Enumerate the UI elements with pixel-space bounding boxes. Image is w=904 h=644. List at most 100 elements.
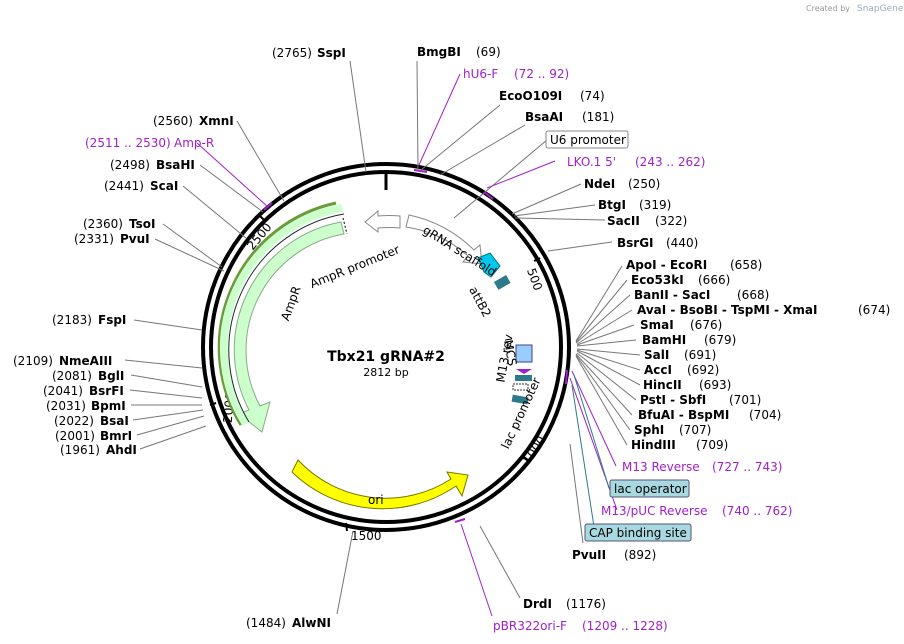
tag-connectors xyxy=(571,374,610,534)
lac-promoter-mark xyxy=(511,394,529,405)
site-name-bmri: BmrI xyxy=(100,429,132,443)
site-pos-bgli: (2081) xyxy=(52,369,92,383)
site-name-bamhi: BamHI xyxy=(642,333,686,347)
cap-binding-site-label: CAP binding site xyxy=(589,526,687,540)
site-name-smai: SmaI xyxy=(640,318,674,332)
attb2-label: attB2 xyxy=(466,284,494,319)
site-name-pvuii: PvuII xyxy=(572,548,606,562)
tick-label-1500: 1500 xyxy=(351,529,382,543)
site-name-fspi: FspI xyxy=(98,313,126,327)
site-name-psti-sbfi: PstI - SbfI xyxy=(640,393,706,407)
site-name-avai-group: AvaI - BsoBI - TspMI - XmaI xyxy=(637,303,817,317)
ampr-outline xyxy=(217,201,337,426)
site-pos-eco53ki: (666) xyxy=(698,273,730,287)
site-name-bmgbi: BmgBI xyxy=(417,45,461,59)
site-pos-ahdi: (1961) xyxy=(60,443,100,457)
site-pos-bsrgi: (440) xyxy=(666,236,698,250)
grna-cyan-arrow xyxy=(477,252,501,278)
u6-promoter-label: U6 promoter xyxy=(550,133,626,147)
primer-range-amp-r: (2511 .. 2530) xyxy=(85,136,171,150)
u6-promoter-box xyxy=(545,130,629,149)
ampr-stop-mark xyxy=(342,217,348,235)
lac-operator-box xyxy=(609,479,690,498)
primer-range-m13-reverse: (727 .. 743) xyxy=(712,460,782,474)
attb2-mark xyxy=(493,275,511,290)
site-name-sphi: SphI xyxy=(634,423,664,437)
site-pos-tsoi: (2360) xyxy=(83,217,123,231)
site-pos-bfuai-bspmi: (704) xyxy=(749,408,781,422)
site-name-sspi: SspI xyxy=(317,46,346,60)
primer-name-lko1: LKO.1 5' xyxy=(567,155,616,169)
grna-scaffold-label: gRNA scaffold xyxy=(420,223,498,279)
primer-name-m13-reverse: M13 Reverse xyxy=(622,460,700,474)
ampr-label: AmpR xyxy=(278,284,303,322)
lac-operator-mark xyxy=(515,375,532,381)
site-name-bsai: BsaI xyxy=(100,414,129,428)
site-pos-fspi: (2183) xyxy=(52,313,92,327)
site-name-btgi: BtgI xyxy=(598,198,626,212)
site-name-tsoi: TsoI xyxy=(129,217,155,231)
site-pos-psti-sbfi: (701) xyxy=(729,393,761,407)
primer-name-pbr322ori-f: pBR322ori-F xyxy=(493,619,567,633)
primer-name-hu6-f: hU6-F xyxy=(463,67,498,81)
site-pos-bamhi: (679) xyxy=(704,333,736,347)
site-pos-smai: (676) xyxy=(690,318,722,332)
site-name-xmni: XmnI xyxy=(199,114,234,128)
site-name-hincii: HincII xyxy=(643,378,682,392)
site-name-acci: AccI xyxy=(644,363,672,377)
site-name-bsaai: BsaAI xyxy=(525,110,563,124)
grna-scaffold-arrow xyxy=(405,214,483,265)
site-name-hindiii: HindIII xyxy=(631,438,676,452)
ori-label: ori xyxy=(368,493,384,507)
ampr-promoter-arrow xyxy=(364,209,401,234)
site-pos-ndei: (250) xyxy=(628,177,660,191)
site-name-sali: SalI xyxy=(644,348,669,362)
m13-rev-mark xyxy=(516,369,532,374)
credit-brand: SnapGene xyxy=(857,4,904,14)
tick-1000 xyxy=(522,456,529,462)
site-pos-xmni: (2560) xyxy=(153,114,193,128)
connector-lines xyxy=(124,60,641,615)
site-name-bfuai-bspmi: BfuAI - BspMI xyxy=(638,408,729,422)
site-pos-bsaai: (181) xyxy=(582,110,614,124)
site-pos-acci: (692) xyxy=(687,363,719,377)
site-name-ecoo109i: EcoO109I xyxy=(499,89,562,103)
primer-name-amp-r: Amp-R xyxy=(174,136,214,150)
site-pos-bmgbi: (69) xyxy=(476,45,501,59)
site-name-eco53ki: Eco53kI xyxy=(631,273,684,287)
site-name-bpmi: BpmI xyxy=(91,399,126,413)
tick-2500 xyxy=(259,215,266,222)
site-pos-nmeaiii: (2109) xyxy=(13,354,53,368)
primer-range-pbr322ori-f: (1209 .. 1228) xyxy=(582,619,668,633)
site-name-ahdi: AhdI xyxy=(106,443,137,457)
site-name-banii-saci: BanII - SacI xyxy=(634,288,710,302)
site-pos-sphi: (707) xyxy=(679,423,711,437)
site-pos-pvuii: (892) xyxy=(624,548,656,562)
site-pos-bsrfi: (2041) xyxy=(43,384,83,398)
site-pos-hindiii: (709) xyxy=(696,438,728,452)
site-pos-ecoo109i: (74) xyxy=(580,89,605,103)
tick-2000 xyxy=(209,402,217,406)
primer-range-hu6-f: (72 .. 92) xyxy=(514,67,569,81)
site-pos-banii-saci: (668) xyxy=(737,288,769,302)
site-pos-bsai: (2022) xyxy=(54,414,94,428)
primer-range-m13-puc-reverse: (740 .. 762) xyxy=(722,504,792,518)
mcs-label: MCS xyxy=(501,339,519,367)
site-name-scai: ScaI xyxy=(150,179,178,193)
ampr-arrow xyxy=(233,221,345,433)
site-name-alwni: AlwNI xyxy=(292,616,331,630)
backbone-outer xyxy=(201,162,571,532)
site-name-drdi: DrdI xyxy=(523,597,552,611)
site-name-bsrfi: BsrFI xyxy=(89,384,124,398)
site-name-bsrgi: BsrGI xyxy=(617,236,654,250)
primer-connectors xyxy=(196,73,618,617)
mcs-box xyxy=(515,344,533,363)
ampr-inner-line xyxy=(228,213,345,423)
site-pos-hincii: (693) xyxy=(699,378,731,392)
site-pos-sali: (691) xyxy=(684,348,716,362)
site-name-apoi-ecori: ApoI - EcoRI xyxy=(626,258,707,272)
site-name-ndei: NdeI xyxy=(584,177,615,191)
site-pos-avai-group: (674) xyxy=(858,303,890,317)
primer-range-lko1: (243 .. 262) xyxy=(635,155,705,169)
